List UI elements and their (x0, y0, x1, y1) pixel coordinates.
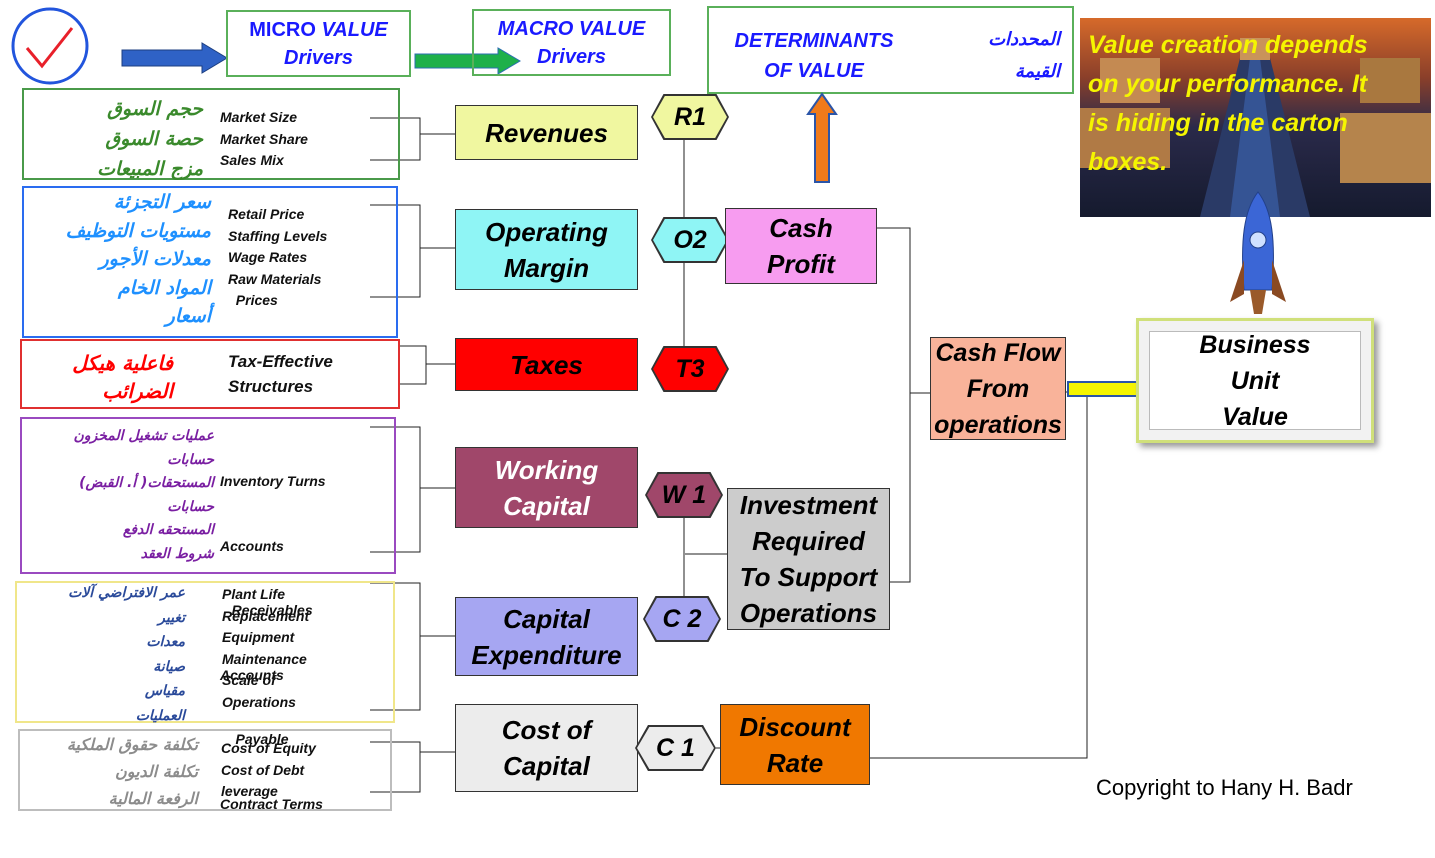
raw-materials-ar: المواد الخام (117, 276, 211, 299)
investment-required-box: Investment Required To Support Operation… (727, 488, 890, 630)
tax-drivers-group: فاعلية هيكل الضرائب Tax-Effective Struct… (20, 339, 400, 409)
structures-label: Structures (228, 377, 314, 396)
cost-of-capital-box: Cost of Capital (455, 704, 638, 792)
banner-text: Value creation depends on your performan… (1088, 31, 1368, 176)
raw-materials-label: Raw Materials (228, 270, 322, 287)
cash-flow-from-operations-box: Cash Flow From operations (930, 337, 1066, 440)
maintenance-ar: صيانة (153, 658, 185, 675)
accounts-ar-1: حسابات (167, 451, 214, 468)
revenue-drivers-group: حجم السوق حصة السوق مزج المبيعات Market … (22, 88, 400, 180)
market-size-ar: حجم السوق (107, 98, 203, 120)
leverage-ar: الرفعة المالية (108, 789, 198, 808)
rocket-icon (1226, 190, 1290, 322)
sales-mix-ar: مزج المبيعات (97, 158, 203, 180)
arrow-right-icon (413, 46, 523, 76)
conveyor-banner-image: Value creation depends on your performan… (1080, 18, 1431, 217)
market-share-label: Market Share (220, 130, 308, 147)
leverage-label: leverage (221, 783, 278, 799)
copyright-text: Copyright to Hany H. Badr (1096, 775, 1353, 800)
maintenance-label: Maintenance (222, 650, 307, 667)
code-o2-badge: O2 (651, 217, 729, 263)
capex-drivers-group: عمر الافتراضي آلات تغيير معدات صيانة مقي… (15, 581, 395, 724)
contract-terms-label: Contract Terms (220, 795, 323, 812)
micro-value-drivers-box: MICRO VALUE Drivers (226, 10, 411, 77)
retail-price-label: Retail Price (228, 206, 305, 222)
arrow-right-icon (120, 41, 230, 75)
code-t3-badge: T3 (651, 346, 729, 392)
wage-rates-ar: معدلات الأجور (99, 248, 211, 270)
equipment-label: Equipment (222, 629, 295, 645)
tax-structures-ar: الضرائب (102, 379, 173, 403)
micro-drivers-label: Drivers (284, 46, 353, 69)
staffing-levels-ar: مستويات التوظيف (65, 219, 211, 242)
operations-label: Operations (222, 693, 296, 710)
revenues-box: Revenues (455, 105, 638, 160)
accounts-label-2: Accounts (220, 666, 284, 683)
macro-value-drivers-box: MACRO VALUE Drivers (472, 9, 671, 76)
tax-effective-label: Tax-Effective (228, 352, 333, 371)
micro-value-label: VALUE (321, 18, 388, 41)
scale-of-label: Scale of (222, 672, 276, 688)
accounts-ar-2: حسابات (167, 498, 214, 515)
code-c1-badge: C 1 (635, 725, 716, 771)
cost-of-debt-ar: تكلفة الديون (114, 762, 198, 781)
business-unit-value-box: Business Unit Value (1149, 331, 1361, 431)
margin-drivers-group: سعر التجزئة مستويات التوظيف معدلات الأجو… (22, 186, 398, 338)
operating-margin-box: Operating Margin (455, 209, 638, 290)
staffing-levels-label: Staffing Levels (228, 227, 328, 244)
macro-label: MACRO VALUE (497, 17, 646, 40)
accounts-label-1: Accounts (220, 537, 284, 554)
prices-ar: أسعار (165, 305, 211, 327)
prices-label: Prices (228, 292, 278, 308)
cash-profit-box: Cash Profit (725, 208, 877, 284)
cost-of-equity-label: Cost of Equity (221, 740, 316, 756)
business-unit-value-frame: Business Unit Value (1136, 318, 1374, 443)
inventory-turns-ar: عمليات تشغيل المخزون (73, 428, 214, 444)
replacement-label: Replacement (222, 607, 310, 624)
scale-ar: مقياس (144, 683, 185, 699)
capital-expenditure-box: Capital Expenditure (455, 597, 638, 676)
cost-of-equity-ar: تكلفة حقوق الملكية (66, 735, 198, 754)
contract-terms-ar: شروط العقد (140, 545, 214, 562)
retail-price-ar: سعر التجزئة (113, 191, 211, 213)
discount-rate-box: Discount Rate (720, 704, 870, 785)
market-size-label: Market Size (220, 109, 298, 125)
cost-of-debt-label: Cost of Debt (221, 761, 305, 778)
value-arabic-label: القيمة (1014, 61, 1060, 82)
replacement-ar: تغيير (158, 609, 185, 626)
plant-life-label: Plant Life (222, 586, 286, 602)
arrow-up-icon (806, 92, 838, 184)
micro-label: MICRO (249, 18, 322, 41)
market-share-ar: حصة السوق (105, 128, 203, 150)
checkmark-circle-icon (10, 6, 90, 86)
code-c2-badge: C 2 (643, 596, 721, 642)
inventory-turns-label: Inventory Turns (220, 473, 326, 489)
of-value-label: OF VALUE (764, 60, 864, 82)
macro-drivers-label: Drivers (537, 45, 606, 68)
working-capital-box: Working Capital (455, 447, 638, 528)
wage-rates-label: Wage Rates (228, 249, 308, 265)
sales-mix-label: Sales Mix (220, 152, 284, 168)
payable-label: Payable (220, 731, 289, 747)
determinants-box: DETERMINANTS OF VALUE المحددات القيمة (707, 6, 1074, 94)
code-r1-badge: R1 (651, 94, 729, 140)
tax-effective-ar: فاعلية هيكل (72, 351, 173, 375)
cost-of-capital-drivers-group: تكلفة حقوق الملكية تكلفة الديون الرفعة ا… (18, 729, 392, 811)
payable-ar: المستحقه الدفع (122, 522, 214, 538)
working-capital-drivers-group: عمليات تشغيل المخزون حسابات المستحقات( أ… (20, 417, 396, 812)
taxes-box: Taxes (455, 338, 638, 391)
determinants-arabic-label: المحددات (988, 29, 1060, 50)
code-w1-badge: W 1 (645, 472, 723, 518)
receivables-ar: المستحقات( أ. القبض) (79, 475, 214, 491)
receivables-label: Receivables (220, 602, 313, 618)
operations-ar: العمليات (135, 707, 185, 724)
determinants-label: DETERMINANTS (734, 30, 894, 52)
equipment-ar: معدات (146, 634, 185, 650)
plant-life-ar: عمر الافتراضي آلات (68, 585, 185, 601)
